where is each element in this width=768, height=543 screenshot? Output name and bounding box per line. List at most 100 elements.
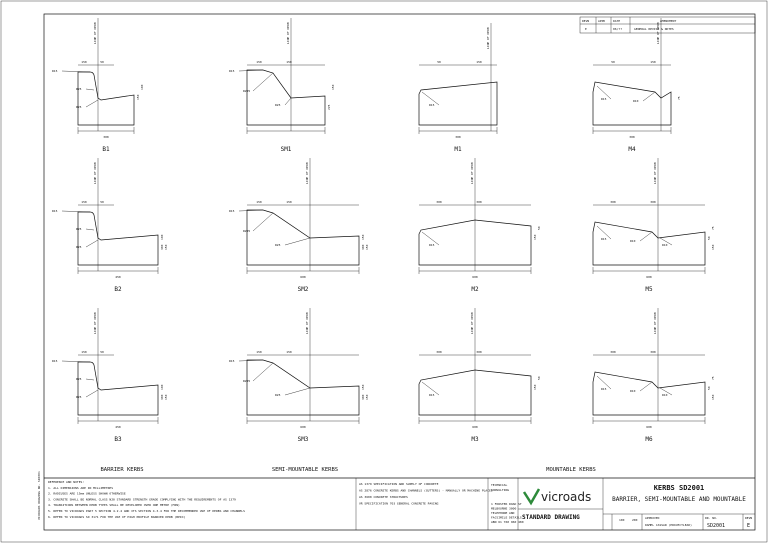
consultant-address-line: MELBOURNE 3000 — [491, 507, 516, 511]
line-of-kerb-label: LINE OF KERB — [305, 162, 309, 184]
radius-leader — [284, 97, 292, 106]
radius-label: R15 — [229, 209, 235, 213]
dimension-vertical: 150 — [533, 234, 537, 240]
note-line: 1. ALL DIMENSIONS ARE IN MILLIMETRES — [48, 486, 113, 490]
dimension-top: 50 — [611, 60, 615, 64]
radius-label: R10 — [630, 389, 636, 393]
line-of-kerb-label: LINE OF KERB — [286, 22, 290, 44]
note-line: 5. REFER TO VICROADS PART 5 SECTION 4.2.… — [48, 509, 245, 513]
radius-leader — [238, 359, 264, 362]
radius-leader — [421, 91, 440, 106]
radius-leader — [61, 210, 91, 213]
radius-label: R25 — [76, 87, 82, 91]
radius-leader — [61, 70, 91, 73]
radius-label: R25 — [275, 393, 281, 397]
reference-standards: AS 1379 SPECIFICATION AND SUPPLY OF CONC… — [359, 482, 493, 506]
group-mountable-kerbs: MOUNTABLE KERBS — [546, 467, 596, 473]
scale-a: 100 — [619, 518, 625, 522]
line-of-kerb-label: LINE OF KERB — [305, 312, 309, 334]
dimension-top: 150 — [256, 60, 262, 64]
radius-label: R15 — [52, 359, 58, 363]
revision-label: REVN — [745, 516, 752, 520]
standard-drawing-label: STANDARD DRAWING — [522, 514, 580, 521]
note-line: 4. TRANSITIONS BETWEEN KERB TYPES SHALL … — [48, 503, 180, 507]
reference-line: VR SPECIFICATION 703 GENERAL CONCRETE PA… — [359, 502, 439, 506]
dimension-top: 300 — [650, 350, 656, 354]
dimension-top: 150 — [286, 200, 292, 204]
dimension-vertical: 300 — [160, 394, 164, 400]
rev-header-date: DATE — [613, 19, 620, 23]
dimension-top: 150 — [650, 60, 656, 64]
radius-label: R25 — [76, 245, 82, 249]
kerb-label: SM1 — [281, 146, 292, 153]
radius-label: R225 — [243, 89, 250, 93]
dimension-top: 50 — [100, 350, 104, 354]
dimension-vertical: 150 — [164, 394, 168, 400]
note-line: 6. REFER TO VICROADS SD 3171 FOR THE USE… — [48, 515, 185, 519]
vicroads-tick-icon — [522, 488, 541, 506]
consultant-heading-2: CONSULTING — [491, 488, 509, 492]
vicroads-logo: vicroads — [522, 488, 591, 506]
radius-leader — [85, 228, 95, 231]
radius-label: R15 — [429, 243, 435, 247]
title-block — [44, 477, 755, 530]
kerb-outline — [246, 69, 326, 126]
line-of-kerb-label: LINE OF KERB — [93, 22, 97, 44]
line-of-kerb-label: LINE OF KERB — [93, 162, 97, 184]
radius-label: R15 — [601, 97, 607, 101]
radius-leader — [85, 88, 95, 91]
dimension-top: 300 — [650, 200, 656, 204]
dimension-top: 150 — [81, 60, 87, 64]
dimension-vertical: 50 — [707, 236, 711, 240]
line-of-kerb-label: LINE OF KERB — [653, 312, 657, 334]
dimension-width: 600 — [472, 425, 478, 429]
dimension-vertical: 150 — [533, 384, 537, 390]
dimension-top: 300 — [610, 200, 616, 204]
kerb-outline — [77, 361, 159, 416]
note-line: REFERENCE AND NOTES: — [48, 480, 84, 484]
reference-line: AS 3600 CONCRETE STRUCTURES — [359, 495, 408, 499]
radius-leader — [238, 209, 264, 212]
dimension-width: 450 — [115, 275, 121, 279]
radius-label: R25 — [76, 227, 82, 231]
dimension-vertical: 50 — [707, 386, 711, 390]
line-of-kerb-label: LINE OF KERB — [653, 162, 657, 184]
dimension-width: 300 — [629, 135, 635, 139]
consultant-address-line: FACSIMILE DETAILS — [491, 516, 522, 520]
radius-label: R25 — [76, 377, 82, 381]
consultant-address-line: 1 FORSTER ROAD ST — [491, 502, 522, 506]
dimension-top: 150 — [256, 350, 262, 354]
dimension-vertical: 150 — [331, 84, 335, 90]
kerb-outline — [246, 209, 360, 266]
reference-line: AS 1379 SPECIFICATION AND SUPPLY OF CONC… — [359, 482, 439, 486]
dimension-top: 150 — [286, 350, 292, 354]
rev-cell-revn: E — [585, 27, 587, 31]
dimension-top: 300 — [610, 350, 616, 354]
radius-label: R10 — [630, 239, 636, 243]
kerb-label: B2 — [114, 286, 122, 293]
dimension-width: 600 — [300, 275, 306, 279]
dimension-top: 150 — [81, 200, 87, 204]
radius-leader — [596, 225, 612, 240]
dimension-top: 50 — [100, 60, 104, 64]
radius-label: R15 — [52, 69, 58, 73]
radius-leader — [284, 237, 311, 246]
rev-header-amendment: AMENDMENT — [660, 19, 676, 23]
vicroads-wordmark: vicroads — [541, 490, 591, 504]
radius-leader — [85, 99, 99, 108]
kerb-outline — [418, 219, 532, 266]
radius-leader — [61, 360, 91, 363]
radius-leader — [421, 381, 440, 396]
kerb-label: M6 — [645, 436, 653, 443]
dimension-vertical: 150 — [164, 244, 168, 250]
dimension-vertical: 300 — [361, 244, 365, 250]
